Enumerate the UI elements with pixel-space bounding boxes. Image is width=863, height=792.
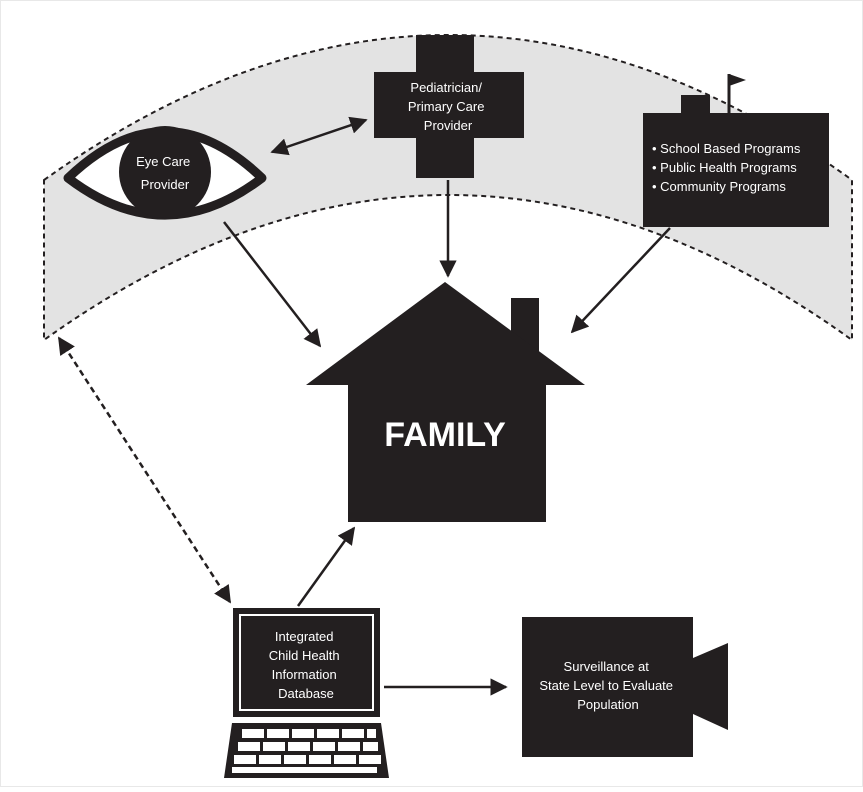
family-label: FAMILY	[384, 416, 506, 454]
surveillance-label: Surveillance at State Level to Evaluate …	[539, 659, 676, 712]
database-node: Integrated Child Health Information Data…	[224, 608, 389, 778]
flag-icon	[729, 74, 746, 86]
eye-care-provider-node: Eye Care Provider	[63, 126, 267, 220]
school-building-icon	[643, 74, 829, 227]
family-node: FAMILY	[306, 282, 585, 522]
eye-care-label: Eye Care Provider	[136, 154, 194, 192]
arrow-programs-family	[570, 227, 671, 334]
connectors	[57, 116, 671, 696]
pediatrician-label: Pediatrician/ Primary Care Provider	[408, 80, 488, 133]
surveillance-node: Surveillance at State Level to Evaluate …	[522, 617, 728, 757]
arrow-eye-family	[223, 221, 322, 348]
arrow-database-network-dashed	[57, 336, 232, 604]
laptop-icon	[233, 608, 380, 717]
database-label: Integrated Child Health Information Data…	[269, 629, 343, 701]
arrow-database-family	[296, 526, 356, 607]
medical-cross-icon	[374, 35, 524, 178]
laptop-screen	[239, 614, 374, 711]
programs-node: • School Based Programs • Public Health …	[643, 74, 829, 227]
programs-label: • School Based Programs • Public Health …	[652, 141, 804, 194]
house-icon	[306, 282, 585, 522]
arrow-eye-pediatrician	[270, 116, 368, 156]
video-camera-icon	[522, 617, 728, 757]
eye-pupil	[119, 126, 211, 218]
keyboard-keys	[232, 729, 381, 773]
pediatrician-node: Pediatrician/ Primary Care Provider	[374, 35, 524, 178]
